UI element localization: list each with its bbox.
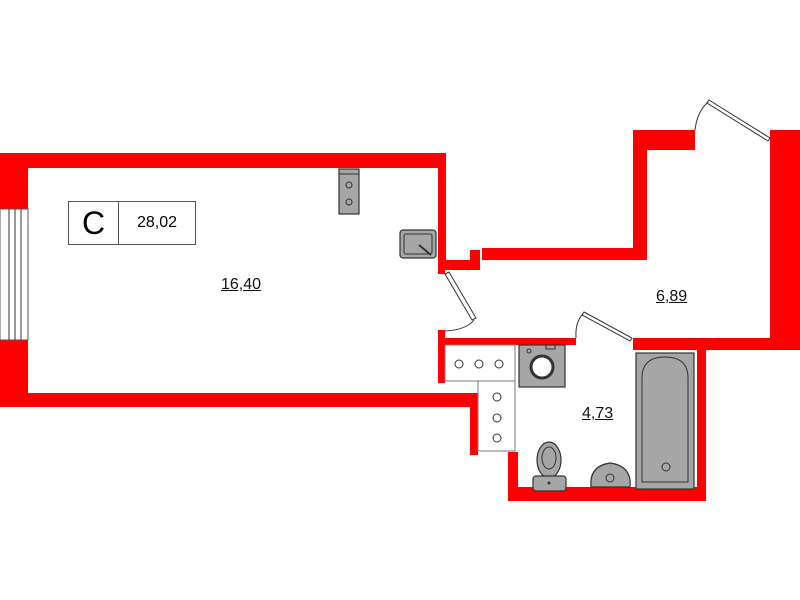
room-area-hallway: 6,89 xyxy=(656,288,688,305)
doors xyxy=(444,99,771,342)
room-area-bathroom: 4,73 xyxy=(582,405,614,422)
stove-icon xyxy=(338,168,360,215)
toilet-icon xyxy=(532,441,567,492)
kitchen-counter xyxy=(444,344,516,452)
window xyxy=(0,208,29,341)
apartment-badge: С 28,02 xyxy=(68,201,196,245)
apartment-type: С xyxy=(69,202,119,244)
bathtub-icon xyxy=(635,352,695,490)
washing-machine-icon xyxy=(518,344,566,388)
walls xyxy=(0,130,800,501)
kitchen-sink-icon xyxy=(399,229,437,259)
total-area: 28,02 xyxy=(136,214,178,231)
bathroom-sink-icon xyxy=(590,462,631,488)
room-area-main: 16,40 xyxy=(221,276,262,293)
